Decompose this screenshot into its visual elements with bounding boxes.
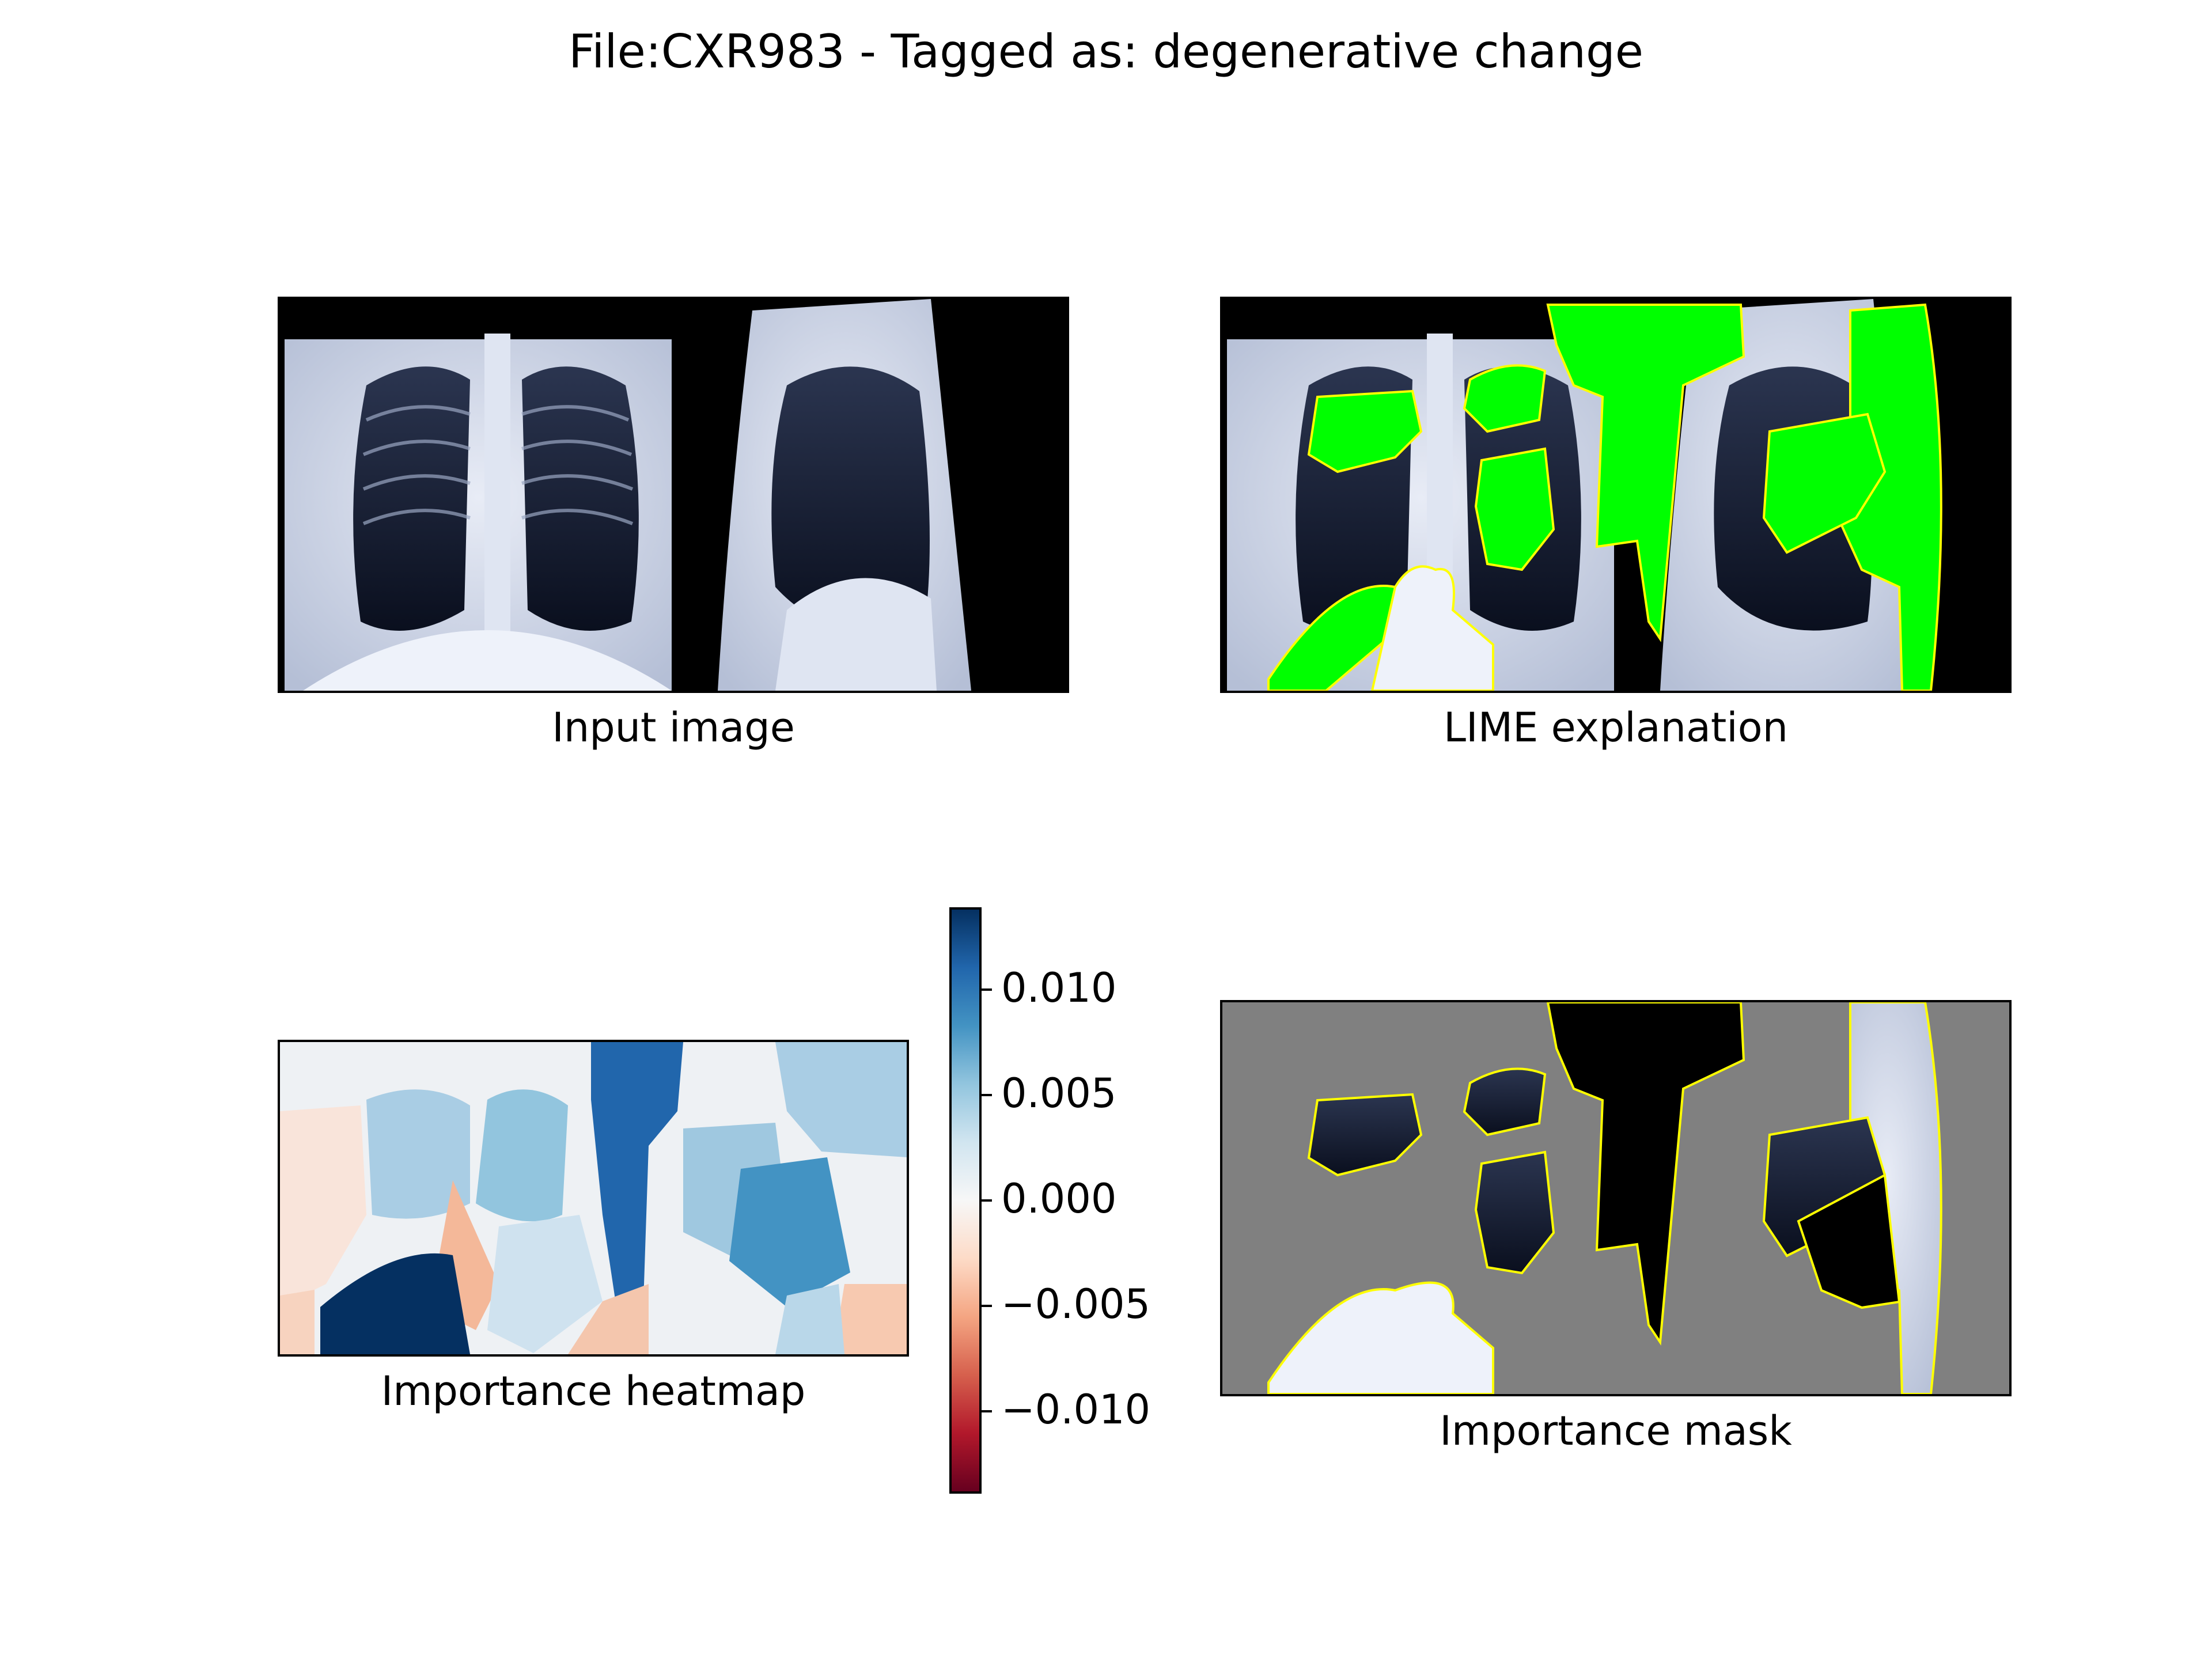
colorbar [949,907,982,1494]
colorbar-tick-label: 0.005 [1001,1070,1117,1118]
importance-mask-image [1222,1002,2009,1394]
colorbar-tick-mark [982,1199,992,1202]
colorbar-tick-mark [982,988,992,991]
colorbar-tick-mark [982,1410,992,1412]
input-image-caption: Input image [552,704,795,751]
importance-heatmap-image [280,1042,907,1354]
colorbar-tick-mark [982,1304,992,1307]
lime-explanation-caption: LIME explanation [1444,704,1788,751]
colorbar-tick-label: 0.010 [1001,964,1117,1012]
colorbar-tick-label: −0.010 [1001,1385,1151,1433]
importance-heatmap-caption: Importance heatmap [381,1368,806,1415]
input-image-panel [278,297,1069,693]
importance-heatmap-panel [278,1040,909,1357]
figure-title: File:CXR983 - Tagged as: degenerative ch… [568,25,1644,78]
xray-input-image [280,299,1067,691]
lime-explanation-panel [1220,297,2012,693]
colorbar-tick-mark [982,1094,992,1097]
colorbar-gradient [952,910,979,1491]
importance-mask-caption: Importance mask [1440,1407,1792,1455]
lime-overlay-image [1222,299,2009,691]
colorbar-tick-label: −0.005 [1001,1280,1151,1328]
importance-mask-panel [1220,1000,2012,1396]
colorbar-tick-label: 0.000 [1001,1175,1117,1222]
